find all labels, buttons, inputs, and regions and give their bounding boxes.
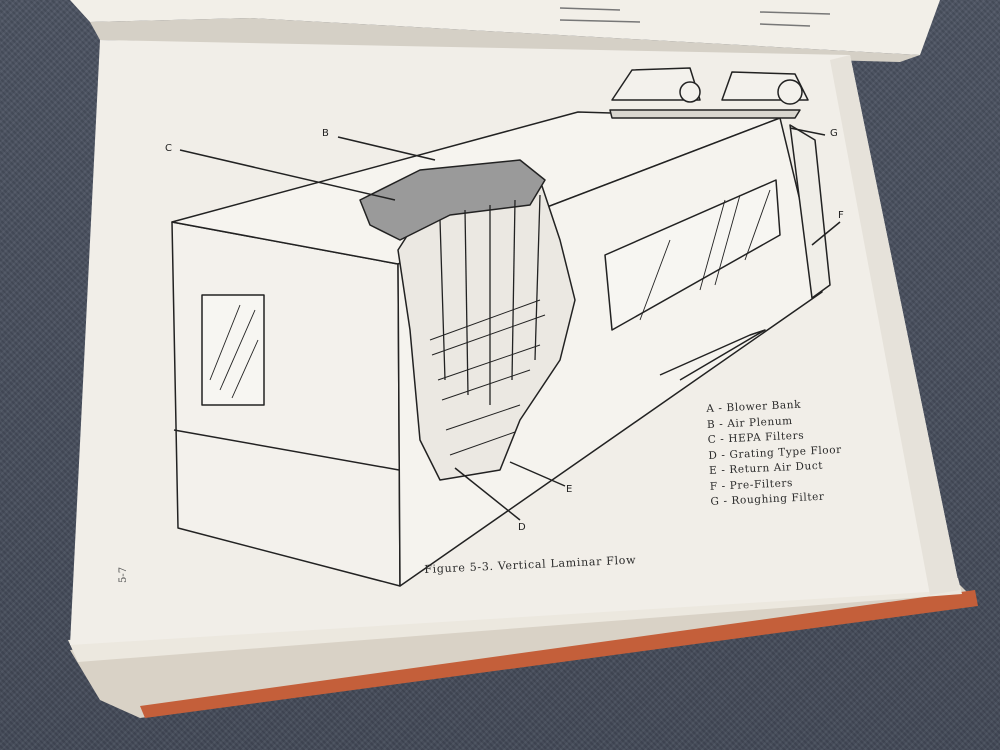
blower-bank: [609, 67, 809, 119]
return-air-duct: [789, 124, 831, 299]
callout-c: C: [165, 143, 172, 154]
grating-floor: [429, 299, 546, 456]
page-shading: [830, 55, 960, 595]
page-number: 5-7: [118, 566, 129, 583]
callout-e: E: [566, 484, 573, 495]
callout-f: F: [838, 210, 844, 221]
side-window: [604, 179, 781, 331]
book-cover-edge: [140, 590, 978, 718]
facing-page-text: [559, 7, 831, 27]
facing-page-shadow: [90, 18, 920, 62]
laminar-flow-cabinet-drawing: [171, 67, 841, 587]
callout-g: G: [830, 128, 838, 139]
facing-page: [70, 0, 940, 55]
figure-legend: A - Blower Bank B - Air Plenum C - HEPA …: [706, 396, 844, 510]
callout-b: B: [322, 128, 329, 139]
airflow-arrows: [439, 194, 541, 405]
callout-d: D: [518, 522, 526, 533]
floor-return-duct: [659, 329, 766, 381]
air-plenum: [359, 159, 546, 241]
